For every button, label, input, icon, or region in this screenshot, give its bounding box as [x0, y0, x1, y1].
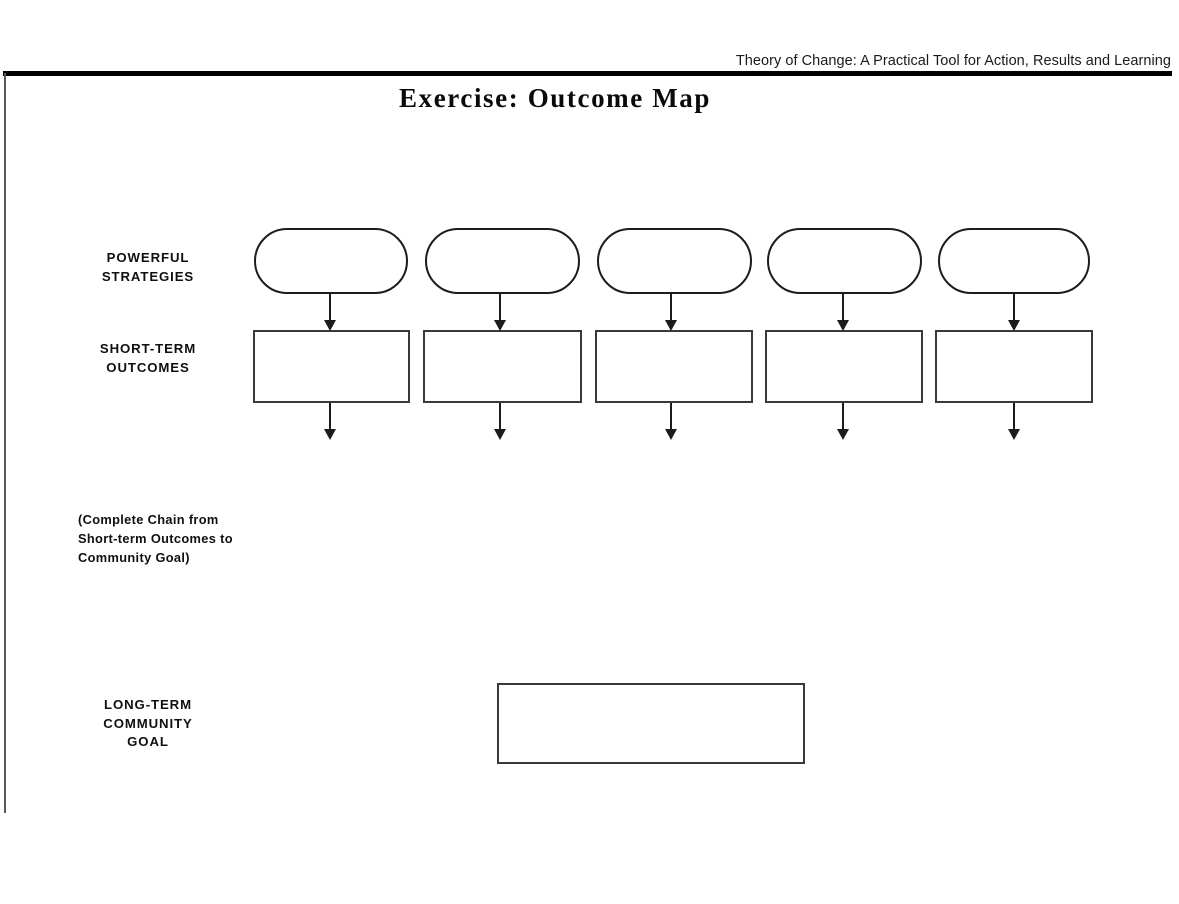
arrow-shaft: [670, 293, 672, 321]
arrow-head-icon: [494, 320, 506, 331]
outcome-box-3[interactable]: [595, 330, 753, 403]
strategy-pill-3[interactable]: [597, 228, 752, 294]
goal-box-long-term-community-goal[interactable]: [497, 683, 805, 764]
arrow-shaft: [1013, 293, 1015, 321]
arrow-head-icon: [837, 320, 849, 331]
connector-arrow-strategy-to-outcome-1: [323, 293, 337, 331]
arrow-shaft: [499, 293, 501, 321]
arrow-shaft: [842, 403, 844, 430]
page-title: Exercise: Outcome Map: [398, 83, 712, 113]
outcome-box-4[interactable]: [765, 330, 923, 403]
arrow-head-icon: [324, 429, 336, 440]
strategy-pill-2[interactable]: [425, 228, 580, 294]
connector-arrow-outcome-downstream-1: [323, 403, 337, 440]
connector-arrow-strategy-to-outcome-2: [493, 293, 507, 331]
arrow-shaft: [670, 403, 672, 430]
outcome-box-5[interactable]: [935, 330, 1093, 403]
strategy-pill-1[interactable]: [254, 228, 408, 294]
arrow-head-icon: [837, 429, 849, 440]
connector-arrow-outcome-downstream-5: [1007, 403, 1021, 440]
arrow-head-icon: [324, 320, 336, 331]
row-label-powerful-strategies: POWERFUL STRATEGIES: [101, 250, 195, 284]
arrow-head-icon: [1008, 320, 1020, 331]
arrow-shaft: [842, 293, 844, 321]
strategy-pill-5[interactable]: [938, 228, 1090, 294]
arrow-head-icon: [1008, 429, 1020, 440]
outcome-box-1[interactable]: [253, 330, 410, 403]
row-label-long-term-community-goal: LONG-TERM COMMUNITY GOAL: [103, 697, 193, 749]
connector-arrow-outcome-downstream-3: [664, 403, 678, 440]
arrow-head-icon: [494, 429, 506, 440]
arrow-shaft: [329, 293, 331, 321]
connector-arrow-outcome-downstream-2: [493, 403, 507, 440]
complete-chain-note: (Complete Chain from Short-term Outcomes…: [78, 512, 233, 565]
arrow-head-icon: [665, 320, 677, 331]
arrow-shaft: [329, 403, 331, 430]
connector-arrow-strategy-to-outcome-3: [664, 293, 678, 331]
connector-arrow-strategy-to-outcome-4: [836, 293, 850, 331]
arrow-shaft: [499, 403, 501, 430]
connector-arrow-strategy-to-outcome-5: [1007, 293, 1021, 331]
arrow-head-icon: [665, 429, 677, 440]
connector-arrow-outcome-downstream-4: [836, 403, 850, 440]
running-header: Theory of Change: A Practical Tool for A…: [735, 53, 1171, 69]
row-label-short-term-outcomes: SHORT-TERM OUTCOMES: [99, 341, 197, 375]
arrow-shaft: [1013, 403, 1015, 430]
outcome-box-2[interactable]: [423, 330, 582, 403]
strategy-pill-4[interactable]: [767, 228, 922, 294]
